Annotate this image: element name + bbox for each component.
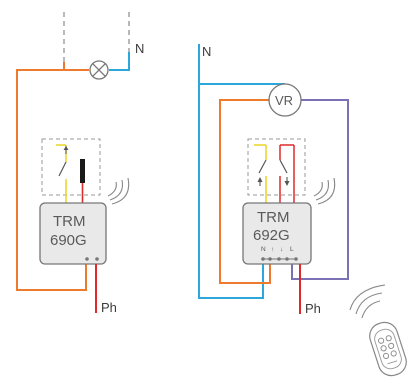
right-circuit: N VR [198,44,349,316]
right-orange-wire [219,99,271,284]
wireless-signal-icon [107,177,130,205]
left-switch [56,144,69,203]
right-switch-down [279,144,295,203]
right-switch-enclosure [247,138,306,196]
svg-text:690G: 690G [50,232,87,249]
svg-text:TRM: TRM [53,213,86,230]
left-switch-bar [80,159,85,183]
right-phase-label: Ph [305,301,321,316]
svg-text:TRM: TRM [257,209,290,226]
left-switch-enclosure [41,138,101,196]
svg-text:↓: ↓ [280,246,283,253]
left-orange-wire [16,62,87,291]
lamp-icon [89,60,109,80]
svg-text:VR: VR [275,93,293,108]
right-neutral-label: N [202,44,211,59]
right-blue-wire [198,44,264,299]
svg-text:L: L [290,246,294,253]
left-neutral-label: N [135,41,144,56]
left-circuit: N TRM 690G Ph [16,12,144,315]
left-phase-label: Ph [101,300,117,315]
left-module: TRM 690G [39,202,107,265]
right-switch-up [254,144,267,203]
right-module: TRM 692G N ↑ ↓ L [242,202,312,265]
right-purple-wire [291,99,349,280]
svg-text:↑: ↑ [271,246,274,253]
wireless-signal-icon [313,177,336,205]
vr-load: VR [268,83,302,117]
left-blue-wire [109,52,130,71]
svg-text:692G: 692G [253,227,290,244]
remote-control-icon [349,284,407,377]
svg-text:N: N [261,246,266,253]
